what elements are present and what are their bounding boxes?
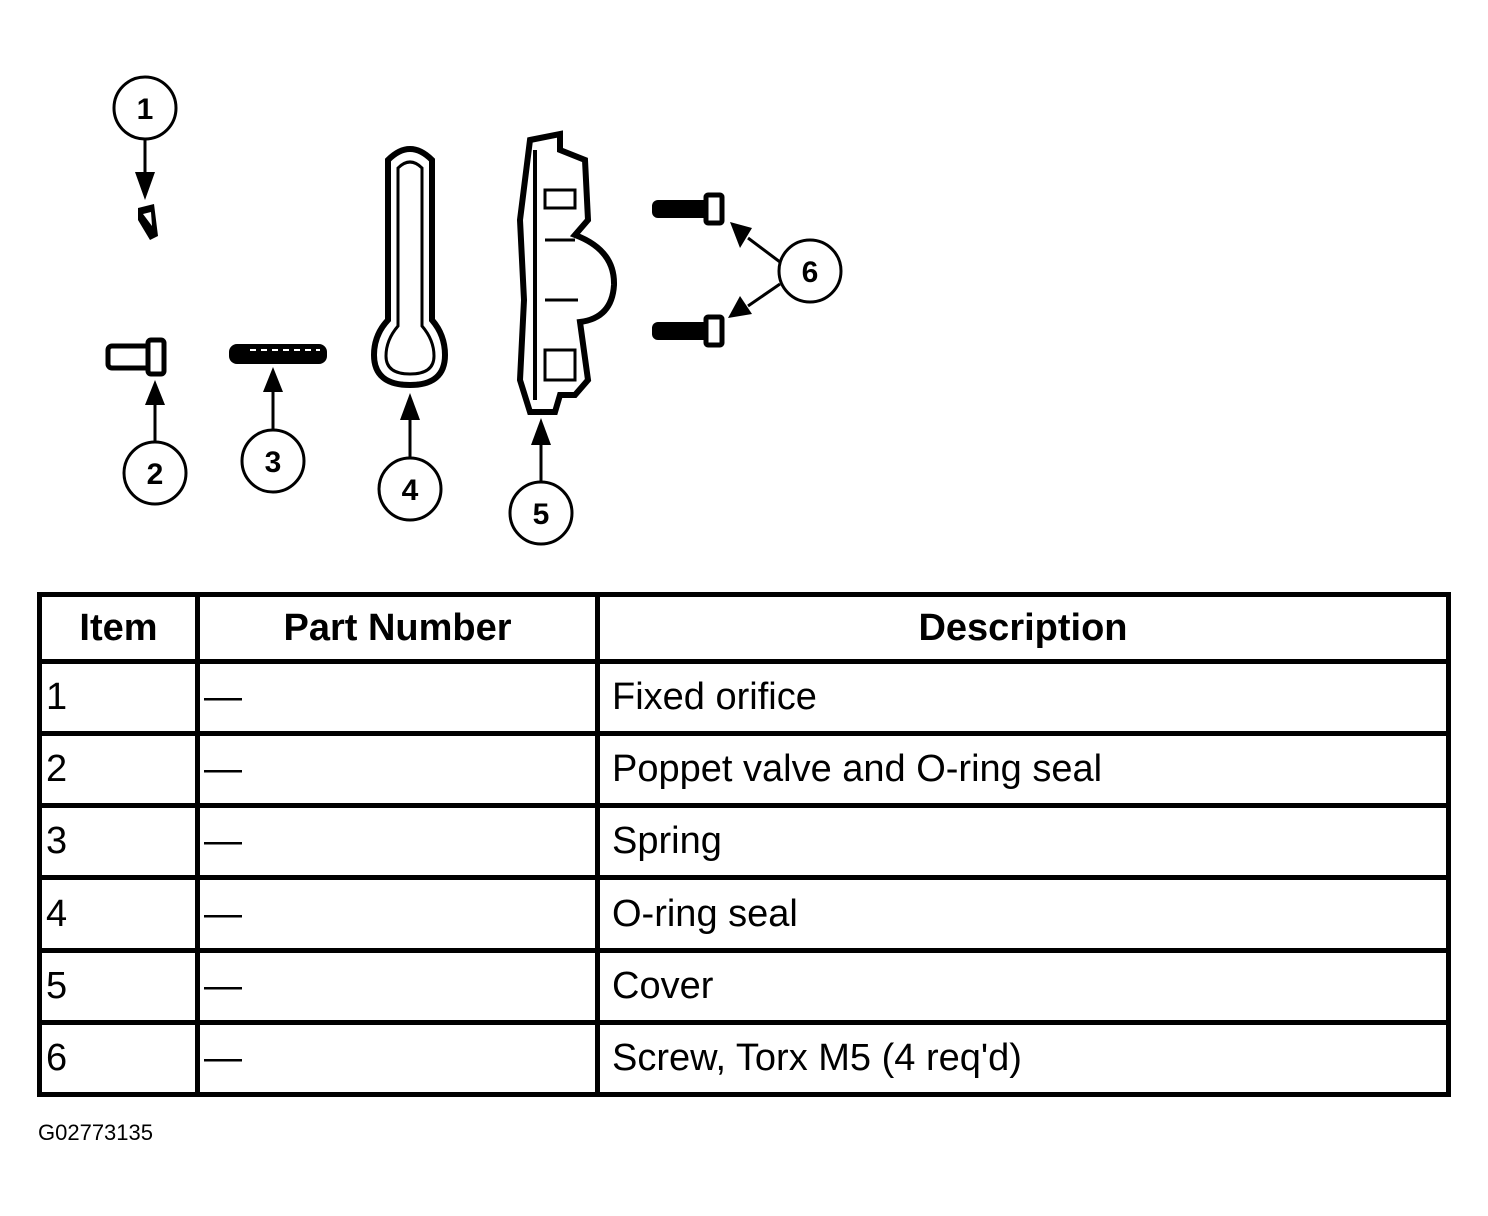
parts-table: Item Part Number Description 1 — Fixed o…: [37, 592, 1451, 1098]
part-cover: [516, 130, 618, 415]
header-part-number: Part Number: [195, 592, 600, 664]
cell-description: Spring: [595, 803, 1451, 881]
cell-description: Fixed orifice: [595, 658, 1451, 737]
callout-5-label: 5: [533, 498, 550, 531]
table-header-row: Item Part Number Description: [37, 592, 1451, 664]
callout-3: 3: [240, 367, 306, 494]
cell-description: Poppet valve and O-ring seal: [595, 731, 1451, 809]
callout-1: 1: [112, 75, 178, 200]
part-spring: [229, 344, 327, 364]
header-item: Item: [37, 592, 200, 664]
callout-2-label: 2: [147, 458, 164, 491]
part-o-ring-seal: [370, 146, 449, 389]
cell-item: 2: [37, 731, 200, 809]
part-screw-upper: [652, 192, 725, 226]
cell-part-number: —: [195, 658, 600, 737]
callout-6-label: 6: [802, 256, 819, 289]
cell-part-number: —: [195, 803, 600, 881]
cell-description: Cover: [595, 947, 1451, 1025]
cell-item: 6: [37, 1019, 200, 1098]
cell-item: 4: [37, 875, 200, 953]
callout-6: 6: [728, 222, 843, 318]
table-row: 3 — Spring: [37, 803, 1451, 881]
cell-item: 3: [37, 803, 200, 881]
header-description: Description: [595, 592, 1451, 664]
cell-part-number: —: [195, 947, 600, 1025]
part-poppet-valve: [105, 337, 167, 377]
cell-part-number: —: [195, 875, 600, 953]
table-row: 4 — O-ring seal: [37, 875, 1451, 953]
table-row: 5 — Cover: [37, 947, 1451, 1025]
callout-4: 4: [377, 393, 443, 522]
table-row: 2 — Poppet valve and O-ring seal: [37, 731, 1451, 809]
cell-description: O-ring seal: [595, 875, 1451, 953]
callout-2: 2: [122, 380, 188, 506]
cell-part-number: —: [195, 1019, 600, 1098]
part-fixed-orifice: [138, 204, 158, 240]
callout-1-label: 1: [137, 93, 154, 126]
cell-item: 5: [37, 947, 200, 1025]
table-row: 6 — Screw, Torx M5 (4 req'd): [37, 1019, 1451, 1098]
exploded-parts-diagram: 1 2 3 4: [105, 75, 843, 546]
cell-item: 1: [37, 658, 200, 737]
callout-4-label: 4: [402, 474, 419, 507]
cell-part-number: —: [195, 731, 600, 809]
table-row: 1 — Fixed orifice: [37, 658, 1451, 737]
callout-5: 5: [508, 418, 574, 546]
callout-3-label: 3: [265, 446, 282, 479]
cell-description: Screw, Torx M5 (4 req'd): [595, 1019, 1451, 1098]
figure-id: G02773135: [38, 1120, 153, 1145]
part-screw-lower: [652, 314, 725, 348]
